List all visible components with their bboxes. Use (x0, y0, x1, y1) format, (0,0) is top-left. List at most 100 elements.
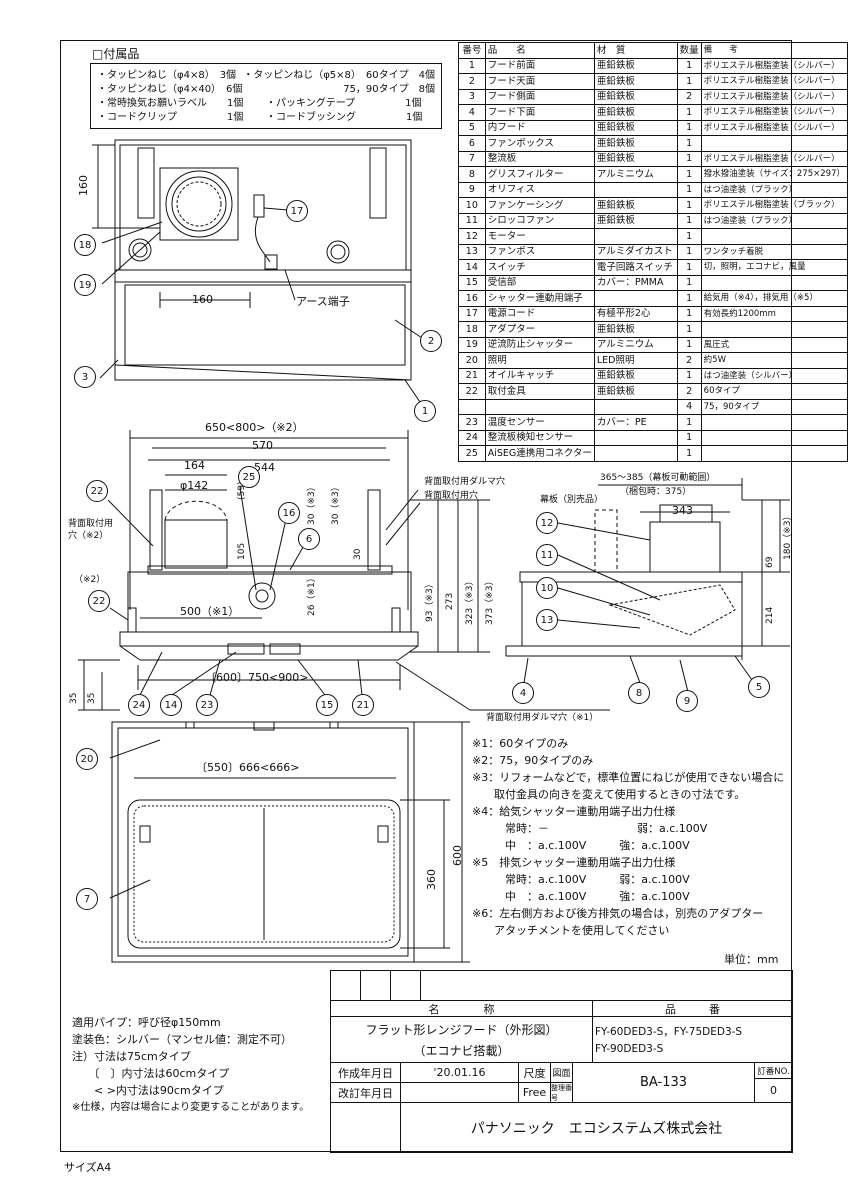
earth-terminal-label: アース端子 (296, 295, 350, 308)
callout-1: 1 (414, 400, 436, 422)
product-name: フラット形レンジフード（外形図） (365, 1022, 558, 1037)
dim-text: 570 (252, 439, 273, 452)
created-label: 作成年月日 (331, 1063, 401, 1083)
callout-17: 17 (286, 200, 308, 222)
dim-text: 544 (254, 461, 275, 474)
callout-8: 8 (628, 682, 650, 704)
front-label: （※2） (74, 575, 106, 585)
note-line: 中 ：a.c.100V 強：a.c.100V (472, 890, 690, 903)
callout-21: 21 (352, 694, 374, 716)
unit-label: 単位：mm (724, 953, 779, 966)
callout-4: 4 (512, 682, 534, 704)
revision-label: 訂番NO. (755, 1063, 793, 1079)
dim-text: 360 (425, 869, 438, 890)
number-label: 品 番 (593, 1001, 793, 1017)
drawing-frame (60, 40, 792, 1152)
company-name: パナソニック エコシステムズ株式会社 (401, 1103, 793, 1153)
callout-7: 7 (76, 888, 98, 910)
top-view (92, 139, 423, 403)
dim-text: 〔550〕666<666> (196, 761, 300, 774)
dim-text: 35 (87, 692, 97, 704)
side-label: 幕板（別売品） (540, 495, 604, 505)
front-label: 背面取付用ダルマ穴 (424, 477, 506, 487)
callout-23: 23 (196, 694, 218, 716)
callout-13: 13 (536, 609, 558, 631)
dim-text: 160 (77, 175, 90, 196)
note-line: ※3：リフォームなどで，標準位置にねじが使用できない場合に (472, 771, 785, 784)
callout-15: 15 (316, 694, 338, 716)
scale-value: Free (519, 1083, 551, 1103)
scale-label: 尺度 (519, 1063, 551, 1083)
dim-text: 273 (445, 592, 455, 610)
parts-table-cell: 1 (676, 445, 702, 462)
note-line: ※6：左右側方および後方排気の場合は，別売のアダプター (472, 907, 764, 920)
callout-11: 11 (536, 544, 558, 566)
created-date: '20.01.16 (401, 1063, 519, 1083)
callout-9: 9 (676, 690, 698, 712)
dim-text: 600 (451, 845, 464, 866)
dim-text: 30（※3） (331, 482, 341, 525)
accessories-section: □付属品 ・タッピンねじ（φ4×8） 3個・タッピンねじ（φ5×8） 60タイプ… (90, 45, 442, 129)
dim-text: 164 (184, 459, 205, 472)
dim-text: 30（※3） (307, 482, 317, 525)
callout-2: 2 (420, 330, 442, 352)
model-number-2: FY-90DED3-S (595, 1043, 664, 1055)
parts-table-cell (700, 445, 848, 462)
model-number-cell: FY-60DED3-S，FY-75DED3-S FY-90DED3-S (593, 1017, 793, 1063)
bottom-view (109, 721, 470, 963)
dim-text: 373（※3） (485, 576, 495, 625)
callout-14: 14 (160, 694, 182, 716)
callout-24: 24 (128, 694, 150, 716)
note-line: 常時：－ 弱：a.c.100V (472, 822, 708, 835)
note-line: ※4：給気シャッター連動用端子出力仕様 (472, 805, 676, 818)
dim-text: （梱包時：375） (620, 487, 692, 497)
dim-text: 35 (69, 692, 79, 704)
note-line: 常時：a.c.100V 弱：a.c.100V (472, 873, 690, 886)
revised-label: 改訂年月日 (331, 1083, 401, 1103)
accessory-row: ・タッピンねじ（φ4×8） 3個・タッピンねじ（φ5×8） 60タイプ 4個 (97, 70, 435, 81)
note-line: ※1：60タイプのみ (472, 737, 569, 750)
front-label: 背面取付用ダルマ穴（※1） (486, 713, 599, 723)
dim-text: 323（※3） (465, 576, 475, 625)
parts-table-cell: ポリエステル樹脂塗装（シルバー） (700, 104, 848, 121)
accessory-row: ・常時換気お願いラベル 1個・パッキングテープ 1個 (97, 98, 422, 109)
dim-text: 500（※1） (180, 605, 240, 618)
dim-text: 93（※3） (425, 579, 435, 622)
notes-section: ※1：60タイプのみ ※2：75，90タイプのみ ※3：リフォームなどで，標準位… (472, 735, 785, 939)
spec-line: 注）寸法は75cmタイプ (72, 1050, 191, 1063)
callout-20: 20 (76, 748, 98, 770)
dim-text: 343 (672, 504, 693, 517)
callout-18: 18 (74, 234, 96, 256)
parts-table-cell: 25 (458, 445, 486, 462)
dim-text: 650<800>（※2） (205, 421, 304, 434)
note-line: ※5 排気シャッター連動用端子出力仕様 (472, 856, 676, 869)
spec-line: 適用パイプ：呼び径φ150mm (72, 1016, 221, 1029)
spec-line: ※仕様，内容は場合により変更することがあります。 (72, 1102, 310, 1113)
name-label: 名 称 (331, 1001, 593, 1017)
note-line: ※2：75，90タイプのみ (472, 754, 594, 767)
dim-text: 180（※3） (783, 511, 793, 560)
product-name-sub: （エコナビ搭載） (413, 1043, 510, 1058)
drawing-number: BA-133 (573, 1063, 755, 1103)
dim-text: 26（※1） (307, 573, 317, 616)
product-name-cell: フラット形レンジフード（外形図） （エコナビ搭載） (331, 1017, 593, 1063)
spec-section: 適用パイプ：呼び径φ150mm 塗装色：シルバー（マンセル値：測定不可） 注）寸… (72, 1014, 309, 1116)
front-view (78, 430, 610, 711)
paper-size: サイズA4 (64, 1161, 112, 1174)
front-label: 背面取付用穴 (424, 491, 479, 501)
callout-12: 12 (536, 512, 558, 534)
